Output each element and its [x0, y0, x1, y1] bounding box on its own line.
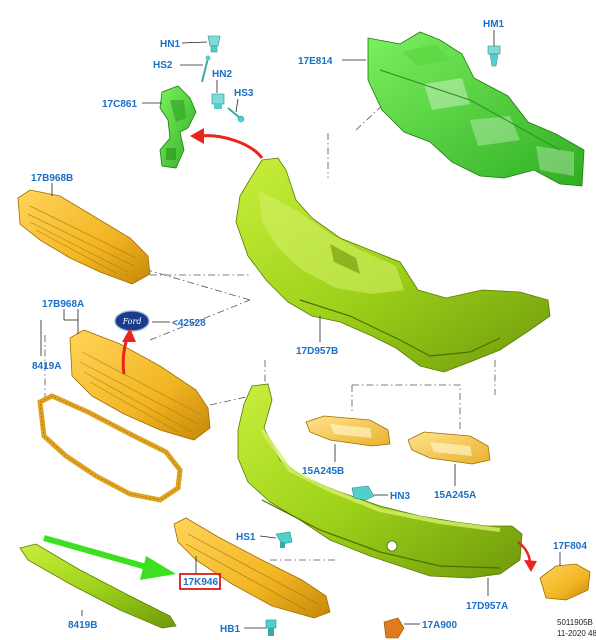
fastener-hs3 [227, 107, 245, 123]
arrow-red-bracket [517, 541, 537, 572]
label-17b968a: 17B968A [42, 299, 84, 310]
label-15a245b: 15A245B [302, 466, 344, 477]
trim-frame-8419a [37, 393, 183, 503]
label-17d957a: 17D957A [466, 601, 508, 612]
label-hs1: HS1 [236, 532, 256, 543]
label-hs2: HS2 [153, 60, 173, 71]
screw-hs1 [275, 531, 293, 548]
leader-lines [40, 30, 561, 629]
label-8419a: 8419A [32, 361, 61, 372]
label-17f804: 17F804 [553, 541, 587, 552]
label-17e814: 17E814 [298, 56, 333, 67]
grille-17b968b [17, 189, 151, 285]
arrow-green [43, 535, 176, 580]
label-hn3: HN3 [390, 491, 410, 502]
reference-id: 5011905B [557, 618, 593, 627]
lower-bumper-17d957a [237, 383, 523, 579]
arrow-red-top [190, 128, 264, 159]
fastener-hn1 [207, 35, 221, 53]
fastener-hs2 [201, 55, 211, 83]
upper-bumper-17d957b [235, 157, 551, 373]
label-8419b: 8419B [68, 620, 97, 631]
arrow-red-badge [121, 328, 136, 375]
label-17k946: 17K946 [183, 577, 218, 588]
clip-hn3 [351, 485, 375, 501]
label-15a245a: 15A245A [434, 490, 476, 501]
cap-17a900 [383, 617, 405, 639]
label-42528: <42528 [172, 318, 206, 329]
highlight-box-17k946 [179, 573, 221, 590]
reinforcement-17e814 [367, 31, 585, 187]
assembly-lines [44, 99, 496, 561]
label-hb1: HB1 [220, 624, 240, 635]
fastener-hn2 [211, 93, 225, 109]
label-42528-number: 42528 [178, 318, 206, 329]
ford-badge: Ford [114, 310, 150, 332]
label-hs3: HS3 [234, 88, 254, 99]
label-17d957b: 17D957B [296, 346, 338, 357]
fastener-hm1 [487, 45, 501, 67]
grille-17b968a [69, 329, 211, 441]
trim-strip-8419b [19, 543, 177, 629]
label-hn2: HN2 [212, 69, 232, 80]
bracket-17f804 [539, 563, 591, 601]
reference-date: 11-2020 48 [557, 629, 596, 638]
label-17c861: 17C861 [102, 99, 137, 110]
label-hm1: HM1 [483, 19, 505, 30]
label-hn1: HN1 [160, 39, 180, 50]
ford-logo-mark: Ford [122, 317, 142, 326]
bezel-15a245b [305, 415, 391, 447]
bolt-hb1 [265, 619, 277, 636]
bezel-15a245a [407, 431, 491, 465]
bracket-17c861 [159, 85, 197, 169]
label-17b968b: 17B968B [31, 173, 73, 184]
label-17a900: 17A900 [422, 620, 457, 631]
